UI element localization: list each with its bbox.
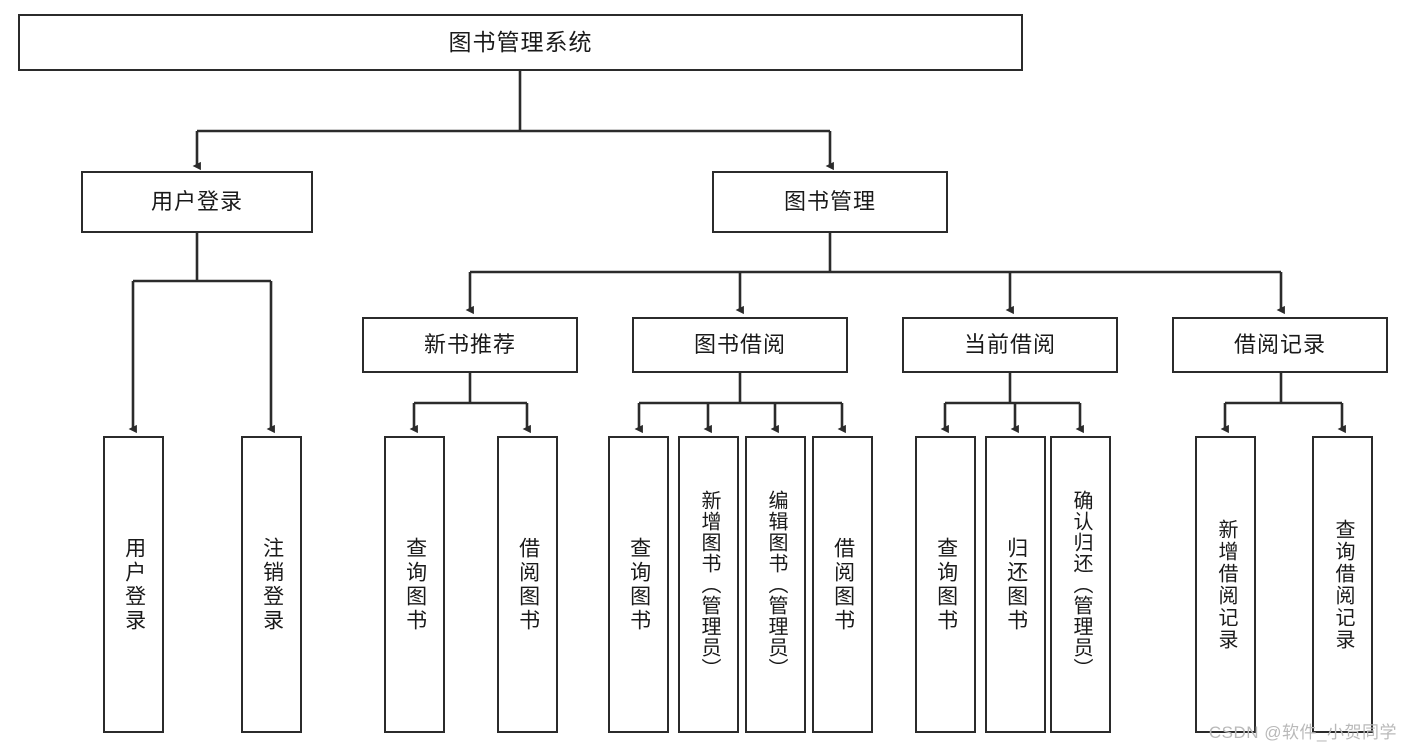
node-label: 查询图书 <box>934 536 958 633</box>
node-label: 图书借阅 <box>693 331 786 357</box>
leaf-query-book-current[interactable]: 查询图书 <box>915 436 976 733</box>
node-label: 确认归还（管理员） <box>1070 490 1092 679</box>
node-label: 新增借阅记录 <box>1215 518 1237 651</box>
node-current-borrow[interactable]: 当前借阅 <box>902 317 1118 373</box>
leaf-confirm-return-admin[interactable]: 确认归还（管理员） <box>1050 436 1111 733</box>
node-borrow-record[interactable]: 借阅记录 <box>1172 317 1388 373</box>
leaf-user-login[interactable]: 用户登录 <box>103 436 164 733</box>
leaf-add-borrow-record[interactable]: 新增借阅记录 <box>1195 436 1256 733</box>
leaf-borrow-book-rec[interactable]: 借阅图书 <box>497 436 558 733</box>
node-label: 归还图书 <box>1004 536 1028 633</box>
node-label: 查询借阅记录 <box>1332 518 1354 651</box>
leaf-borrow-book-borrow[interactable]: 借阅图书 <box>812 436 873 733</box>
node-label: 当前借阅 <box>963 331 1056 357</box>
leaf-add-book-admin[interactable]: 新增图书（管理员） <box>678 436 739 733</box>
leaf-return-book[interactable]: 归还图书 <box>985 436 1046 733</box>
node-book-borrow[interactable]: 图书借阅 <box>632 317 848 373</box>
node-label: 注销登录 <box>260 536 284 633</box>
node-label: 查询图书 <box>627 536 651 633</box>
node-label: 用户登录 <box>150 188 243 214</box>
node-new-book-recommend[interactable]: 新书推荐 <box>362 317 578 373</box>
node-label: 图书管理 <box>783 188 876 214</box>
node-label: 新书推荐 <box>423 331 516 357</box>
node-label: 查询图书 <box>403 536 427 633</box>
node-user-login[interactable]: 用户登录 <box>81 171 313 233</box>
node-label: 图书管理系统 <box>448 28 593 55</box>
csdn-watermark: CSDN @软件_小贺同学 <box>1208 723 1397 742</box>
node-root-system[interactable]: 图书管理系统 <box>18 14 1023 71</box>
node-label: 借阅图书 <box>516 536 540 633</box>
node-label: 用户登录 <box>122 536 146 633</box>
node-label: 编辑图书（管理员） <box>765 490 787 679</box>
node-book-manage[interactable]: 图书管理 <box>712 171 948 233</box>
leaf-query-borrow-record[interactable]: 查询借阅记录 <box>1312 436 1373 733</box>
leaf-edit-book-admin[interactable]: 编辑图书（管理员） <box>745 436 806 733</box>
node-label: 借阅记录 <box>1233 331 1326 357</box>
node-label: 借阅图书 <box>831 536 855 633</box>
leaf-query-book-rec[interactable]: 查询图书 <box>384 436 445 733</box>
leaf-logout-login[interactable]: 注销登录 <box>241 436 302 733</box>
node-label: 新增图书（管理员） <box>698 490 720 679</box>
leaf-query-book-borrow[interactable]: 查询图书 <box>608 436 669 733</box>
